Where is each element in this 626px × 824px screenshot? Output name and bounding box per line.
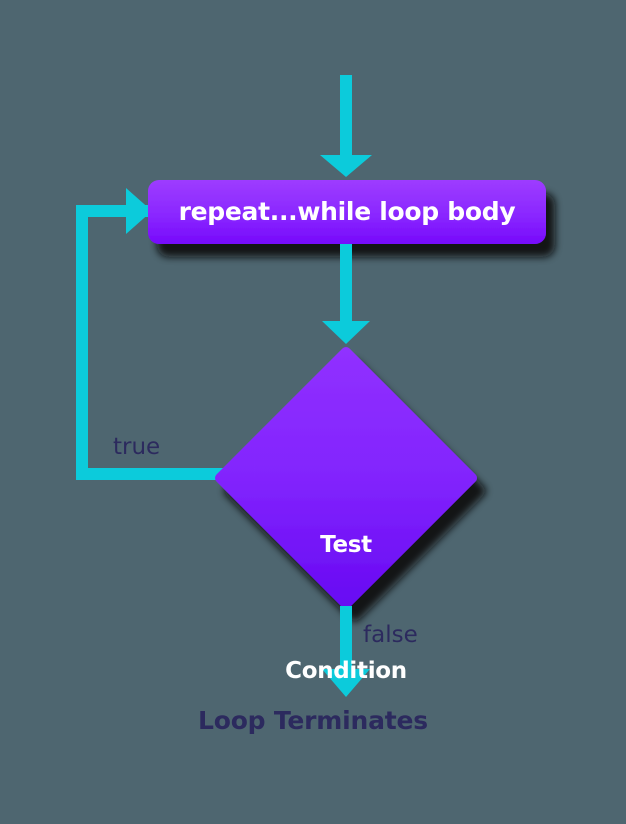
edge-process-to-decision-arrow xyxy=(322,244,370,344)
edge-entry-arrow xyxy=(320,75,372,177)
edge-true-branch xyxy=(76,188,224,480)
edge-false-branch-arrow xyxy=(322,606,370,697)
node-decision-diamond[interactable] xyxy=(215,347,477,609)
node-process-box[interactable] xyxy=(148,180,546,244)
